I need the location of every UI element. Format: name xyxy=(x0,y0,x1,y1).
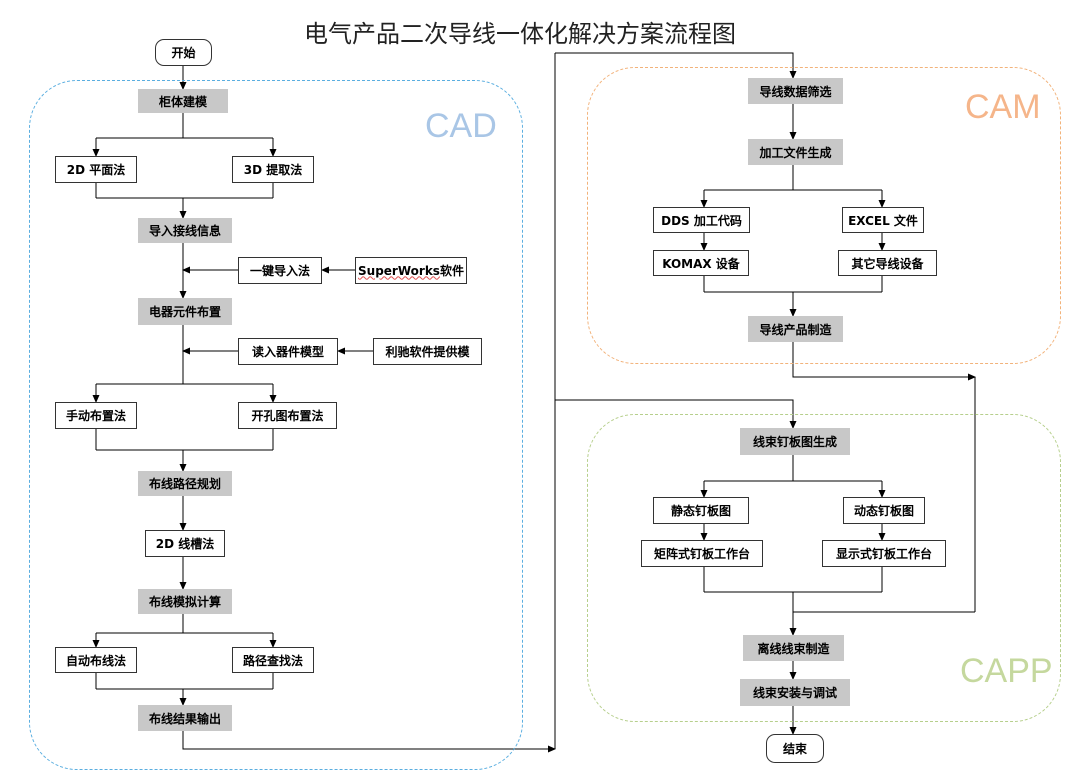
read-model-method: 读入器件模型 xyxy=(238,338,338,365)
static-board-box: 静态钉板图 xyxy=(653,497,749,524)
excel-file-box: EXCEL 文件 xyxy=(842,207,924,233)
dynamic-board-box: 动态钉板图 xyxy=(843,497,925,524)
plane-2d-method: 2D 平面法 xyxy=(55,156,137,183)
cam-label: CAM xyxy=(965,88,1041,126)
harness-install-step: 线束安装与调试 xyxy=(740,679,850,706)
other-equipment-box: 其它导线设备 xyxy=(838,250,937,276)
komax-equipment-box: KOMAX 设备 xyxy=(653,250,749,276)
one-click-import-method: 一键导入法 xyxy=(238,257,322,284)
route-simulation-step: 布线模拟计算 xyxy=(138,589,232,614)
superworks-software-box: SuperWorks 软件 xyxy=(355,257,467,284)
harness-make-step: 离线线束制造 xyxy=(743,635,844,661)
superworks-name: SuperWorks xyxy=(358,263,440,278)
data-filter-step: 导线数据筛选 xyxy=(748,78,843,104)
superworks-suffix: 软件 xyxy=(439,264,464,278)
capp-region xyxy=(587,414,1061,722)
cad-label: CAD xyxy=(425,107,497,145)
start-node: 开始 xyxy=(155,39,212,66)
component-layout-step: 电器元件布置 xyxy=(138,298,232,325)
board-diagram-step: 线束钉板图生成 xyxy=(740,428,850,455)
cad-region xyxy=(29,80,523,770)
cabinet-modeling-step: 柜体建模 xyxy=(138,89,228,113)
dds-code-box: DDS 加工代码 xyxy=(653,207,750,233)
end-node: 结束 xyxy=(766,734,824,763)
route-planning-step: 布线路径规划 xyxy=(138,471,232,496)
extract-3d-method: 3D 提取法 xyxy=(232,156,314,183)
vendor-model-box: 利驰软件提供模 xyxy=(373,338,482,365)
display-station-box: 显示式钉板工作台 xyxy=(822,540,946,567)
cam-region xyxy=(587,67,1061,364)
hole-layout-method: 开孔图布置法 xyxy=(238,402,337,429)
diagram-title: 电气产品二次导线一体化解决方案流程图 xyxy=(304,20,736,48)
slot-2d-method: 2D 线槽法 xyxy=(145,530,225,557)
path-search-method: 路径查找法 xyxy=(232,647,314,673)
import-wiring-step: 导入接线信息 xyxy=(138,218,232,243)
auto-route-method: 自动布线法 xyxy=(55,647,137,673)
matrix-station-box: 矩阵式钉板工作台 xyxy=(641,540,763,567)
generate-files-step: 加工文件生成 xyxy=(748,139,843,165)
manual-layout-method: 手动布置法 xyxy=(55,402,137,429)
wire-manufacture-step: 导线产品制造 xyxy=(748,316,843,342)
route-output-step: 布线结果输出 xyxy=(138,705,232,731)
capp-label: CAPP xyxy=(960,652,1053,690)
